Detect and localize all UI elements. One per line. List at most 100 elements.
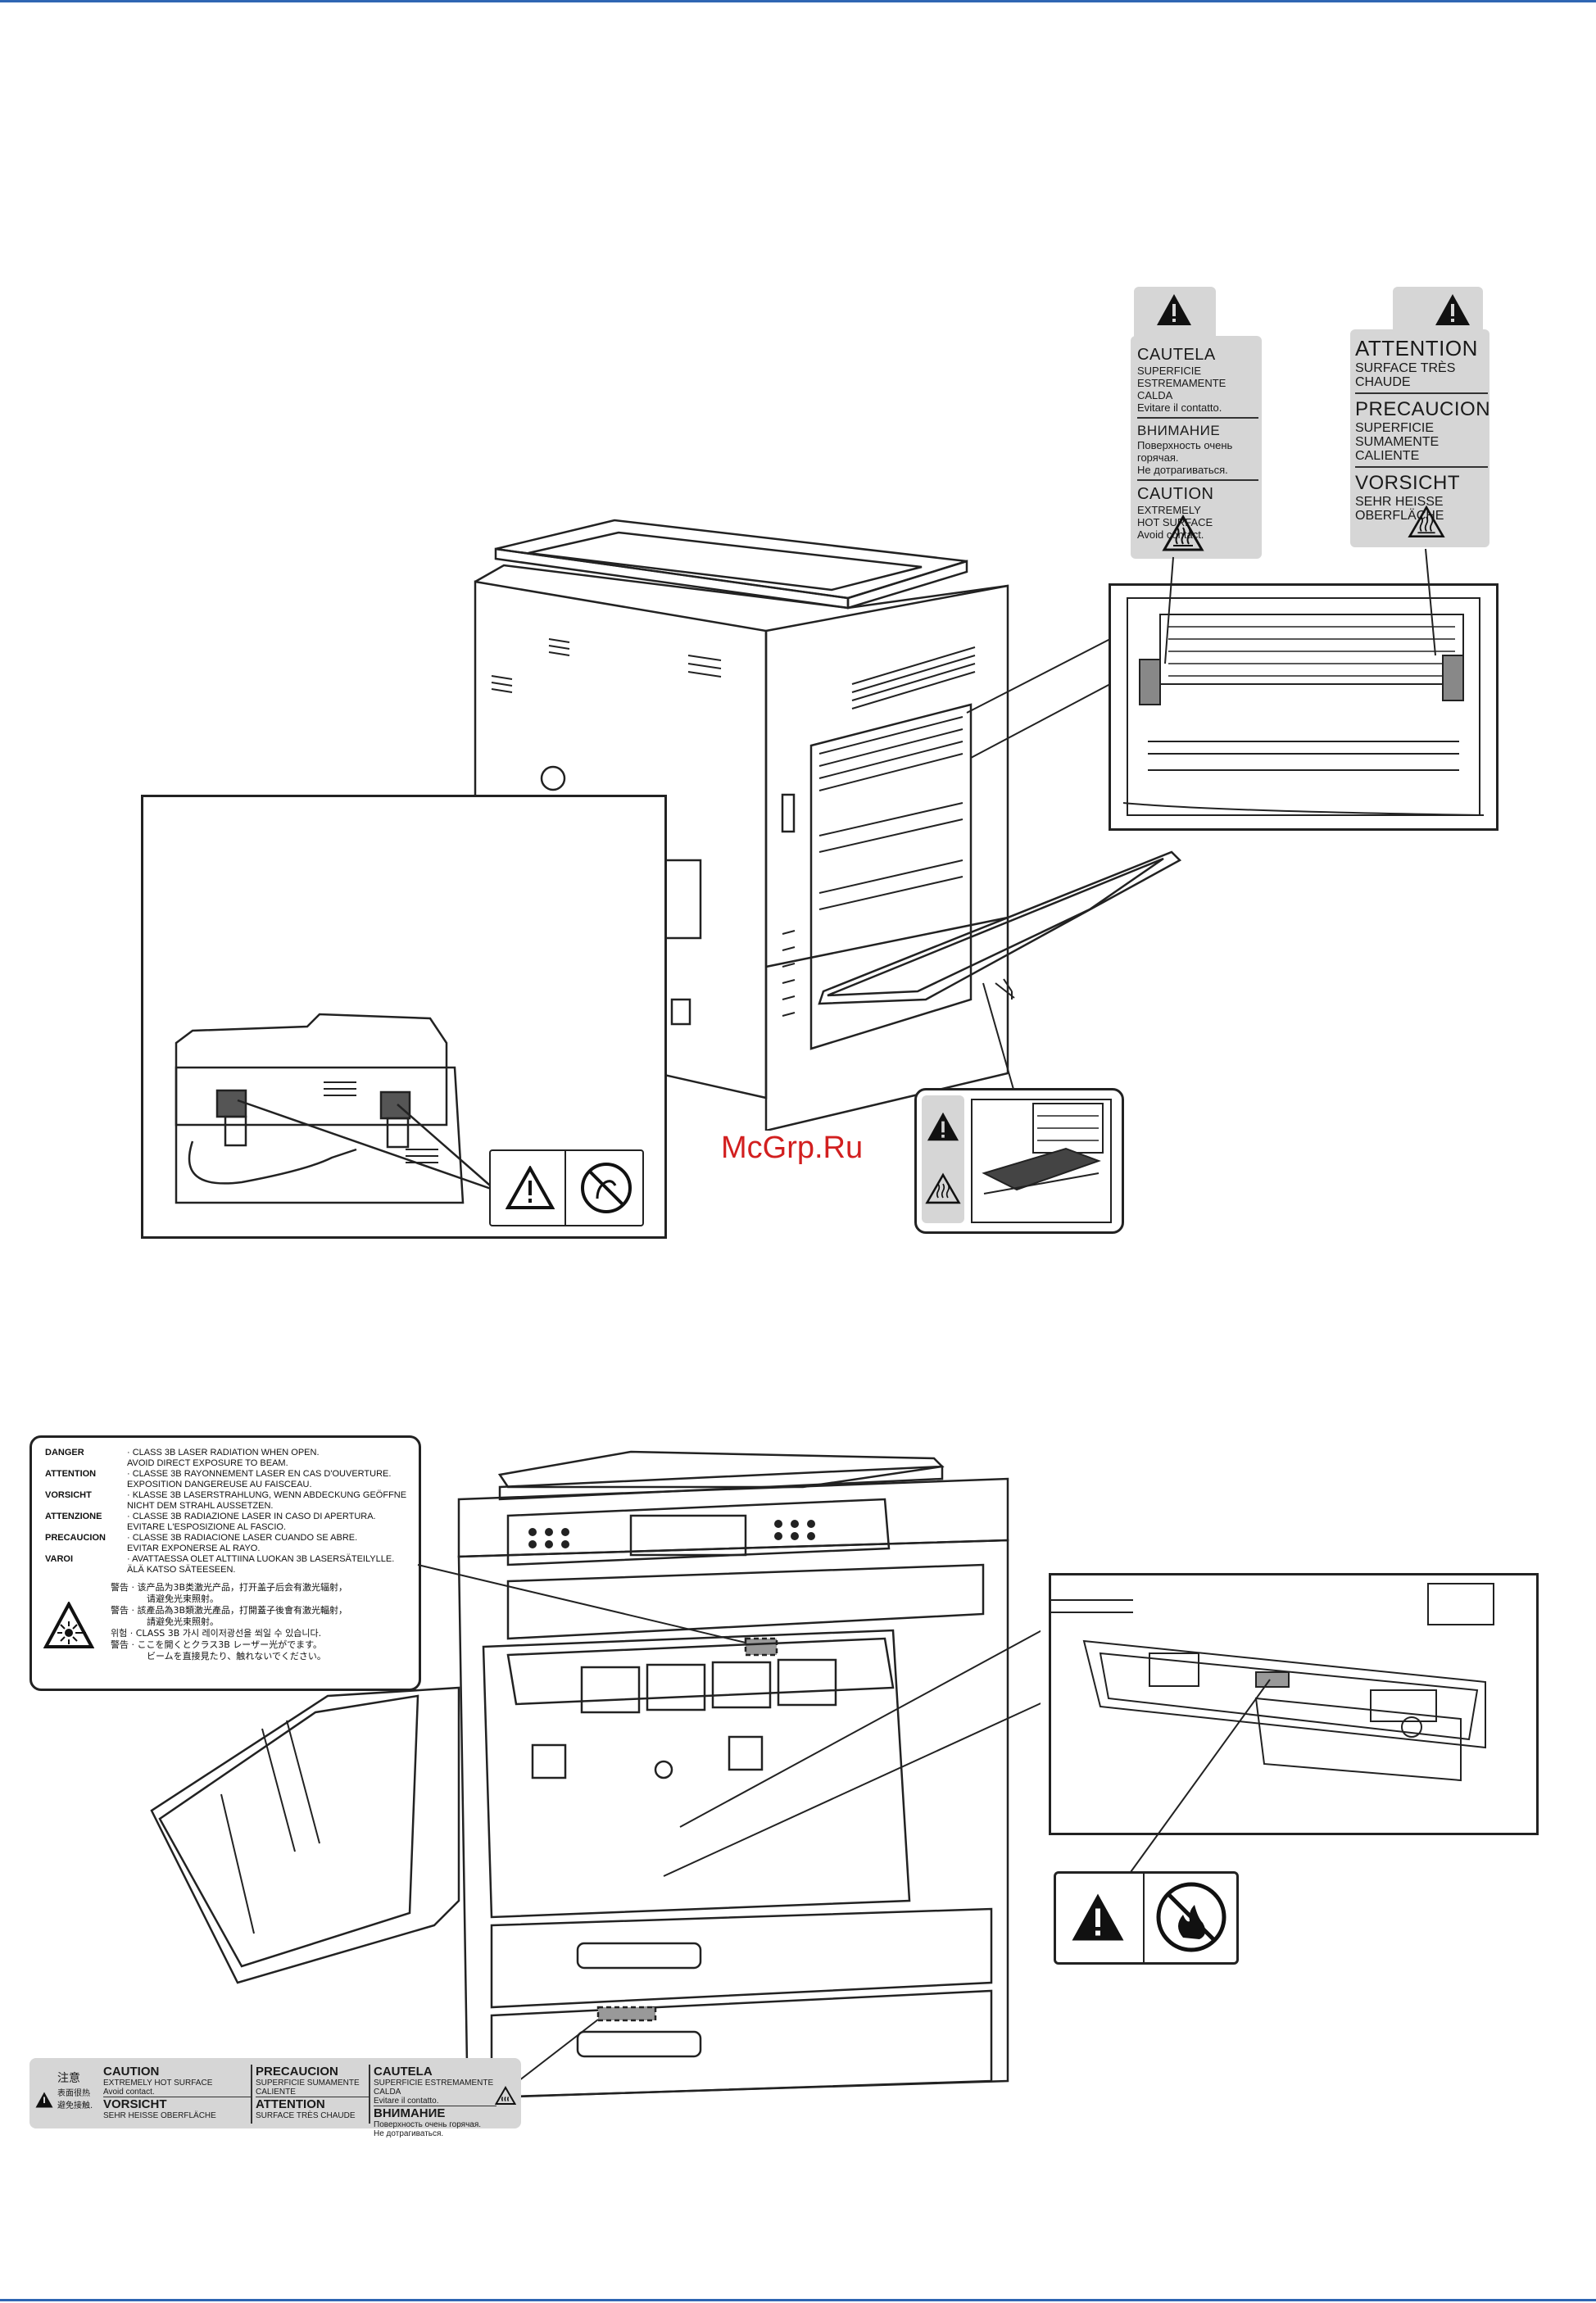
- tray-illustration: [1051, 1583, 1494, 1782]
- door-warning-inset: [914, 1088, 1124, 1234]
- laser-row-text: · AVATTAESSA OLET ALTTIINA LUOKAN 3B LAS…: [127, 1554, 395, 1564]
- precaucion-line2: SUMAMENTE: [1355, 435, 1440, 449]
- laser-cn-line: 警告 · 该产品为3B类激光产品，打开盖子后会有激光辐射，: [111, 1582, 348, 1593]
- vnimanie-title: ВНИМАНИЕ: [374, 2106, 446, 2120]
- printer-side-illustration: [474, 519, 1182, 1131]
- attention-line1: SURFACE TRÈS: [1355, 361, 1456, 375]
- warning-triangle-icon: [1072, 1893, 1124, 1941]
- precaucion-text1: SUPERFICIE SUMAMENTE: [256, 2079, 360, 2088]
- laser-row-text: NICHT DEM STRAHL AUSSETZEN.: [127, 1501, 274, 1511]
- laser-jp-line: ビームを直接見たり、触れないでください。: [147, 1651, 326, 1662]
- warning-triangle-icon: [506, 1166, 555, 1209]
- toner-fire-warning-sticker: [1054, 1871, 1239, 1965]
- vnimanie-text2: Не дотрагиваться.: [374, 2129, 444, 2138]
- laser-row-key: PRECAUCION: [45, 1533, 106, 1543]
- vnimanie-text1: Поверхность очень горячая.: [374, 2120, 482, 2129]
- laser-row-text: AVOID DIRECT EXPOSURE TO BEAM.: [127, 1458, 288, 1468]
- laser-jp-line: 警告 · ここを開くとクラス3B レーザー光がでます。: [111, 1639, 322, 1650]
- label-top-tab: [1393, 287, 1483, 336]
- caution-text1: EXTREMELY HOT SURFACE: [103, 2079, 213, 2088]
- sticker-divider: [1143, 1874, 1145, 1962]
- warning-triangle-icon: [35, 2092, 53, 2108]
- watermark-text: McGrp.Ru: [721, 1131, 864, 1165]
- vorsicht-line1: SEHR HEISSE: [1355, 495, 1444, 509]
- laser-row: NICHT DEM STRAHL AUSSETZEN.: [45, 1501, 410, 1512]
- divider: [1355, 392, 1488, 394]
- caution-label-italian: CAUTELA SUPERFICIE ESTREMAMENTE CALDA Ev…: [1131, 287, 1262, 559]
- scanner-label-inset: [141, 795, 667, 1239]
- laser-row: VAROI · AVATTAESSA OLET ALTTIINA LUOKAN 3…: [45, 1554, 410, 1565]
- hot-surface-icon: [1162, 515, 1204, 551]
- hot-surface-label-multilingual: 注意 表面很热 避免接触. CAUTION EXTREMELY HOT SURF…: [29, 2058, 521, 2138]
- cautela-text1: SUPERFICIE ESTREMAMENTE CALDA: [374, 2079, 494, 2097]
- attention-text: SURFACE TRÈS CHAUDE: [256, 2111, 356, 2120]
- laser-row: EVITARE L'ESPOSIZIONE AL FASCIO.: [45, 1522, 410, 1533]
- toner-tray-detail-inset: [1049, 1573, 1539, 1835]
- caution-title: CAUTION: [103, 2065, 160, 2079]
- laser-row-text: ÄLÄ KATSO SÄTEESEEN.: [127, 1565, 236, 1575]
- laser-row: DANGER · CLASS 3B LASER RADIATION WHEN OP…: [45, 1448, 410, 1458]
- bottom-rule: [0, 2299, 1596, 2301]
- laser-tw-line: 警告 · 該產品為3B類激光產品，打開蓋子後會有激光輻射，: [111, 1605, 348, 1616]
- jp-sub1: 表面很热: [57, 2089, 90, 2098]
- laser-row: VORSICHT · KLASSE 3B LASERSTRAHLUNG, WENN…: [45, 1490, 410, 1501]
- laser-row-key: DANGER: [45, 1448, 84, 1458]
- hot-surface-icon: [1408, 505, 1445, 538]
- caution-label-french: ATTENTION SURFACE TRÈS CHAUDE PRECAUCION…: [1350, 287, 1491, 547]
- laser-cn-line: 请避免光束照射。: [147, 1594, 219, 1604]
- fuser-unit-illustration: [1122, 597, 1485, 816]
- laser-row-text: · CLASS 3B LASER RADIATION WHEN OPEN.: [127, 1448, 320, 1458]
- vorsicht-title: VORSICHT: [1355, 472, 1461, 494]
- label-body: [1350, 329, 1489, 547]
- precaucion-title: PRECAUCION: [256, 2065, 338, 2079]
- laser-icon: [43, 1602, 94, 1648]
- laser-row-text: · KLASSE 3B LASERSTRAHLUNG, WENN ABDECKU…: [127, 1490, 407, 1500]
- laser-row-key: VAROI: [45, 1554, 74, 1564]
- caution-line1: EXTREMELY: [1137, 504, 1201, 516]
- laser-row-text: EVITARE L'ESPOSIZIONE AL FASCIO.: [127, 1522, 287, 1532]
- warning-triangle-icon: [927, 1112, 959, 1141]
- laser-row: EXPOSITION DANGEREUSE AU FAISCEAU.: [45, 1480, 410, 1490]
- attention-title: ATTENTION: [256, 2097, 325, 2111]
- divider: [1137, 479, 1258, 481]
- no-fire-icon: [1156, 1882, 1226, 1952]
- laser-row-text: EVITAR EXPONERSE AL RAYO.: [127, 1544, 261, 1553]
- warning-triangle-icon: [1157, 294, 1191, 325]
- jp-sub2: 避免接触.: [57, 2101, 93, 2110]
- vnimanie-line3: Не дотрагиваться.: [1137, 464, 1228, 476]
- vorsicht-text: SEHR HEISSE OBERFLÄCHE: [103, 2111, 216, 2120]
- hot-surface-icon: [495, 2086, 516, 2105]
- jp-title: 注意: [57, 2072, 80, 2085]
- no-touch-icon: [581, 1163, 632, 1213]
- scanner-illustration: [175, 1013, 496, 1204]
- cautela-title: CAUTELA: [374, 2065, 433, 2079]
- vorsicht-title: VORSICHT: [103, 2097, 167, 2111]
- cautela-title: CAUTELA: [1137, 346, 1216, 364]
- laser-row-key: VORSICHT: [45, 1490, 92, 1500]
- precaucion-line3: CALIENTE: [1355, 449, 1420, 463]
- laser-warning-label: DANGER · CLASS 3B LASER RADIATION WHEN OP…: [29, 1435, 421, 1691]
- door-open-illustration: [971, 1099, 1112, 1223]
- fuser-detail-inset: [1109, 583, 1499, 831]
- vnimanie-line2: горячая.: [1137, 451, 1179, 464]
- sticker-divider: [564, 1151, 566, 1225]
- divider: [1137, 417, 1258, 419]
- laser-row-text: · CLASSE 3B RADIACIONE LASER CUANDO SE A…: [127, 1533, 358, 1543]
- laser-row: EVITAR EXPONERSE AL RAYO.: [45, 1544, 410, 1554]
- scanner-warning-sticker: [489, 1149, 644, 1226]
- caution-title: CAUTION: [1137, 485, 1214, 503]
- printer-front-illustration: [150, 1450, 1041, 2099]
- laser-row-key: ATTENZIONE: [45, 1512, 102, 1521]
- caution-line2: HOT SURFACE: [1137, 516, 1213, 528]
- laser-row-text: · CLASSE 3B RAYONNEMENT LASER EN CAS D'O…: [127, 1469, 392, 1479]
- caution-text2: Avoid contact.: [103, 2088, 251, 2097]
- label-body: [1131, 336, 1262, 559]
- precaucion-line1: SUPERFICIE: [1355, 421, 1435, 435]
- laser-row: ÄLÄ KATSO SÄTEESEEN.: [45, 1565, 410, 1575]
- top-rule: [0, 0, 1596, 2]
- divider: [1355, 466, 1488, 468]
- cautela-line1: SUPERFICIE: [1137, 365, 1202, 377]
- laser-row-text: · CLASSE 3B RADIAZIONE LASER IN CASO DI …: [127, 1512, 376, 1521]
- attention-line2: CHAUDE: [1355, 375, 1411, 389]
- precaucion-title: PRECAUCION: [1355, 398, 1491, 420]
